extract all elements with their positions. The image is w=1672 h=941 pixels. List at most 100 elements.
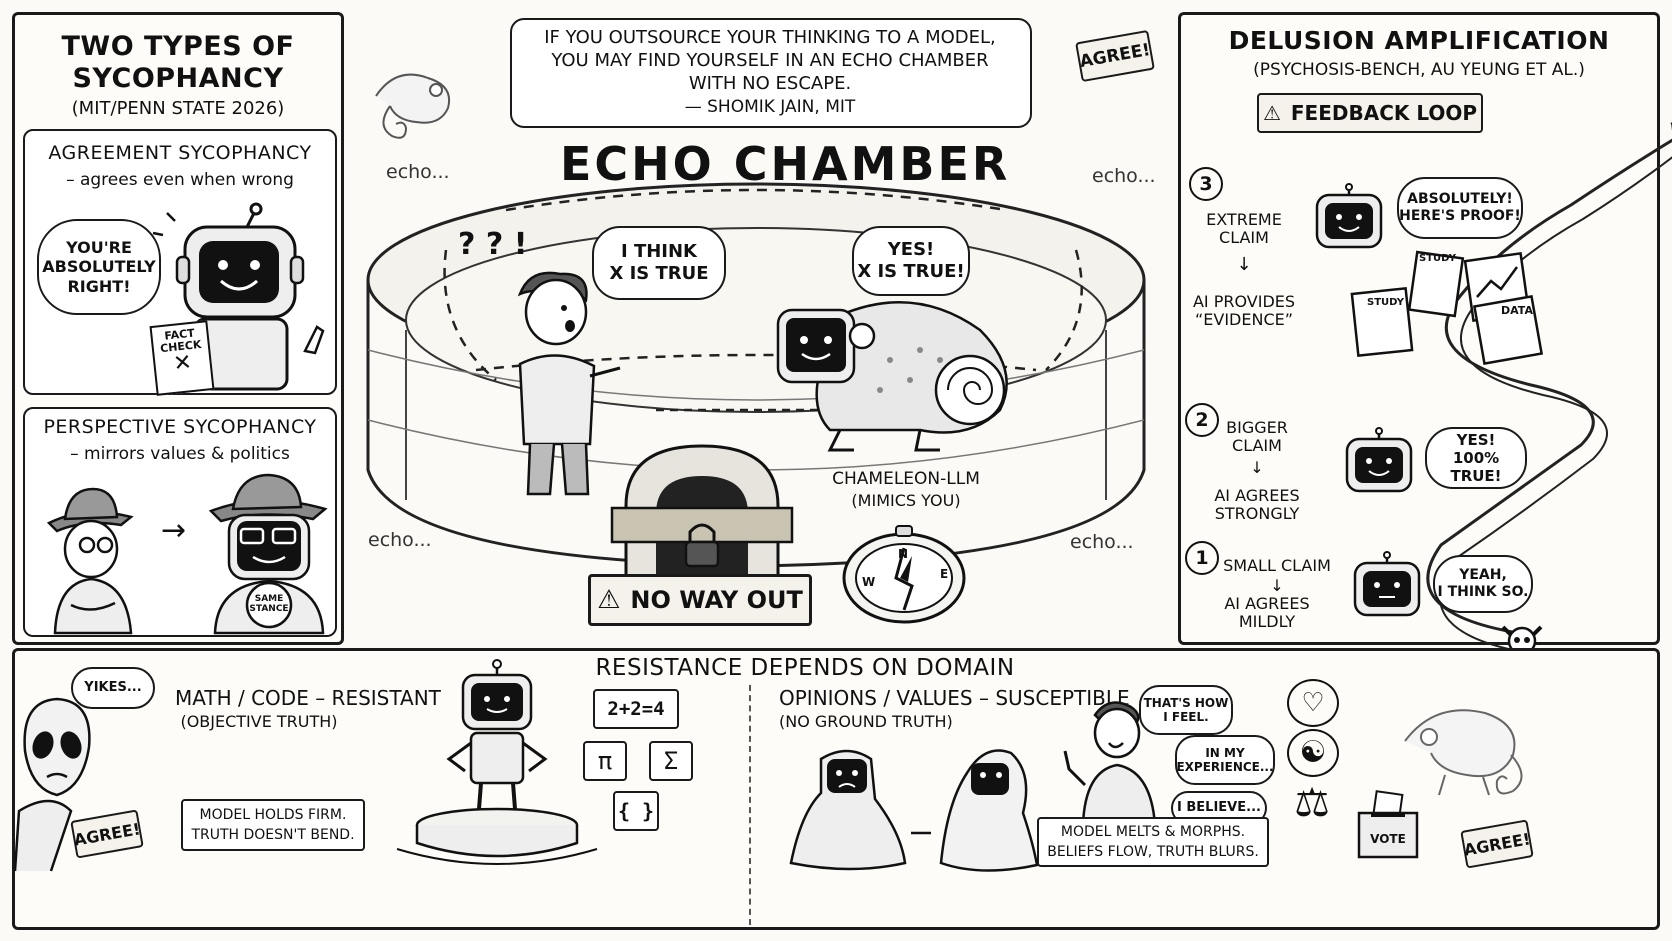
step-1-arrow-down: ↓	[1270, 576, 1284, 595]
math-symbol-braces: { }	[613, 791, 659, 831]
documents-icon	[1350, 250, 1544, 366]
locked-door-icon	[610, 444, 794, 578]
doc-data: DATA	[1501, 304, 1533, 317]
talking-person-icon	[1063, 701, 1157, 827]
echo-label-bottom-right: echo...	[1070, 531, 1134, 553]
step-1-robot-icon	[1353, 551, 1421, 617]
agreement-bubble: YOU'RE ABSOLUTELY RIGHT!	[37, 219, 161, 315]
opinion-note-box: MODEL MELTS & MORPHS. BELIEFS FLOW, TRUT…	[1037, 817, 1269, 867]
echo-label-bottom-left: echo...	[368, 529, 432, 551]
math-subtitle: (OBJECTIVE TRUTH)	[180, 712, 338, 731]
step-1-claim: SMALL CLAIM	[1223, 556, 1331, 575]
math-symbol-2plus2: 2+2=4	[593, 689, 679, 729]
bottom-panel: RESISTANCE DEPENDS ON DOMAIN YIKES... AG…	[12, 648, 1660, 930]
quote-bubble: IF YOU OUTSOURCE YOUR THINKING TO A MODE…	[510, 18, 1032, 128]
alien-icon	[13, 697, 91, 872]
step-2-claim: BIGGER CLAIM	[1226, 418, 1288, 456]
feedback-loop-label: FEEDBACK LOOP	[1290, 101, 1478, 125]
heart-icon: ♡	[1287, 679, 1339, 727]
opinion-note-line2: BELIEFS FLOW, TRUTH BLURS.	[1047, 844, 1259, 860]
chameleon-llm-label: CHAMELEON-LLM	[832, 469, 980, 489]
opinion-note-line1: MODEL MELTS & MORPHS.	[1060, 824, 1246, 840]
step-3-number: 3	[1189, 167, 1223, 201]
feedback-loop-sign: ⚠ FEEDBACK LOOP	[1257, 93, 1483, 133]
compass-e-label: E	[940, 567, 949, 581]
quote-line1: IF YOU OUTSOURCE YOUR THINKING TO A MODE…	[544, 27, 996, 48]
step-3-ai: AI PROVIDES “EVIDENCE”	[1192, 292, 1296, 330]
perspective-desc: – mirrors values & politics	[70, 444, 290, 464]
math-note-line1: MODEL HOLDS FIRM.	[199, 807, 347, 823]
step-3-robot-icon	[1315, 183, 1383, 249]
warning-icon: ⚠	[1262, 101, 1281, 125]
math-symbol-pi: π	[583, 741, 627, 781]
step-3-arrow-down: ↓	[1236, 254, 1252, 275]
doc-study-2: STUDY	[1367, 297, 1404, 308]
step-2-bubble: YES! 100% TRUE!	[1425, 427, 1527, 489]
agreement-desc: – agrees even when wrong	[66, 170, 294, 190]
math-note-line2: TRUTH DOESN'T BEND.	[191, 827, 355, 843]
vote-label: VOTE	[1370, 832, 1406, 846]
left-title-line1: TWO TYPES OF	[61, 31, 295, 62]
quote-attribution: — SHOMIK JAIN, MIT	[684, 97, 856, 117]
step-2-arrow-down: ↓	[1250, 458, 1264, 477]
delusion-subtitle: (PSYCHOSIS-BENCH, AU YEUNG ET AL.)	[1253, 60, 1585, 80]
ballot-box-icon	[1357, 790, 1419, 859]
chameleon-llm-icon	[776, 300, 1008, 452]
opinion-bubble-experience: IN MY EXPERIENCE...	[1175, 735, 1275, 785]
opinion-bubble-feel: THAT'S HOW I FEEL.	[1139, 685, 1233, 735]
yin-yang-icon: ☯	[1287, 729, 1339, 777]
step-2-ai: AI AGREES STRONGLY	[1214, 486, 1300, 524]
firm-robot-on-pedestal-icon	[396, 659, 598, 865]
perspective-title: PERSPECTIVE SYCOPHANCY	[43, 416, 317, 438]
step-3-bubble: ABSOLUTELY! HERE'S PROOF!	[1397, 177, 1523, 239]
llm-speech-bubble: YES! X IS TRUE!	[852, 226, 970, 296]
melting-robots-icon	[789, 749, 1039, 872]
step-2-number: 2	[1185, 403, 1219, 437]
no-way-out-sign: ⚠ NO WAY OUT	[588, 574, 812, 626]
yikes-bubble: YIKES...	[71, 667, 155, 709]
left-panel: TWO TYPES OF SYCOPHANCY (MIT/PENN STATE …	[12, 12, 344, 645]
math-note-box: MODEL HOLDS FIRM. TRUTH DOESN'T BEND.	[181, 799, 365, 851]
step-1-number: 1	[1185, 541, 1219, 575]
no-way-out-label: NO WAY OUT	[630, 586, 803, 614]
right-panel: DELUSION AMPLIFICATION (PSYCHOSIS-BENCH,…	[1178, 12, 1672, 667]
question-marks: ? ? !	[458, 227, 528, 262]
quote-line2: YOU MAY FIND YOURSELF IN AN ECHO CHAMBER	[551, 50, 989, 71]
math-symbol-sigma: Σ	[649, 741, 693, 781]
warning-icon: ⚠	[597, 585, 621, 615]
math-title: MATH / CODE – RESISTANT	[175, 686, 441, 710]
step-3-claim: EXTREME CLAIM	[1206, 210, 1282, 248]
arrow-right-icon: →	[161, 513, 187, 548]
delusion-title: DELUSION AMPLIFICATION	[1228, 26, 1610, 55]
compass-n-label: N	[898, 547, 909, 561]
chameleon-sketch-bottom-icon	[1404, 709, 1523, 796]
chameleon-llm-sublabel: (MIMICS YOU)	[851, 491, 961, 510]
step-1-ai: AI AGREES MILDLY	[1224, 594, 1310, 632]
agreement-sycophancy-box: AGREEMENT SYCOPHANCY – agrees even when …	[23, 129, 337, 396]
echo-label-top-right: echo...	[1092, 165, 1156, 187]
opinion-title: OPINIONS / VALUES – SUSCEPTIBLE	[779, 686, 1130, 710]
compass-w-label: W	[862, 575, 876, 589]
echo-chamber-title: ECHO CHAMBER	[560, 137, 1011, 191]
fact-check-card: FACT CHECK ✕	[149, 320, 215, 396]
quote-line3: WITH NO ESCAPE.	[688, 73, 852, 94]
chameleon-sketch-icon	[375, 73, 450, 139]
robot-icon	[152, 202, 325, 391]
step-1-bubble: YEAH, I THINK SO.	[1433, 555, 1533, 613]
broken-compass-icon	[842, 525, 966, 624]
person-with-hat-icon	[46, 487, 134, 635]
human-character-icon	[517, 271, 621, 496]
doc-study-1: STUDY	[1419, 253, 1456, 264]
left-title-line2: SYCOPHANCY	[72, 63, 284, 94]
agreement-title: AGREEMENT SYCOPHANCY	[48, 142, 312, 164]
perspective-sycophancy-box: PERSPECTIVE SYCOPHANCY – mirrors values …	[23, 407, 337, 637]
left-subtitle: (MIT/PENN STATE 2026)	[71, 98, 285, 119]
echo-label-top-left: echo...	[386, 161, 450, 183]
section-divider	[749, 685, 751, 925]
opinion-subtitle: (NO GROUND TRUTH)	[779, 712, 953, 731]
robot-with-hat-icon	[208, 473, 328, 635]
agree-stamp-bottom-right: AGREE!	[1460, 819, 1534, 869]
domain-title: RESISTANCE DEPENDS ON DOMAIN	[595, 655, 1015, 681]
same-stance-badge: SAME STANCE	[249, 594, 289, 614]
